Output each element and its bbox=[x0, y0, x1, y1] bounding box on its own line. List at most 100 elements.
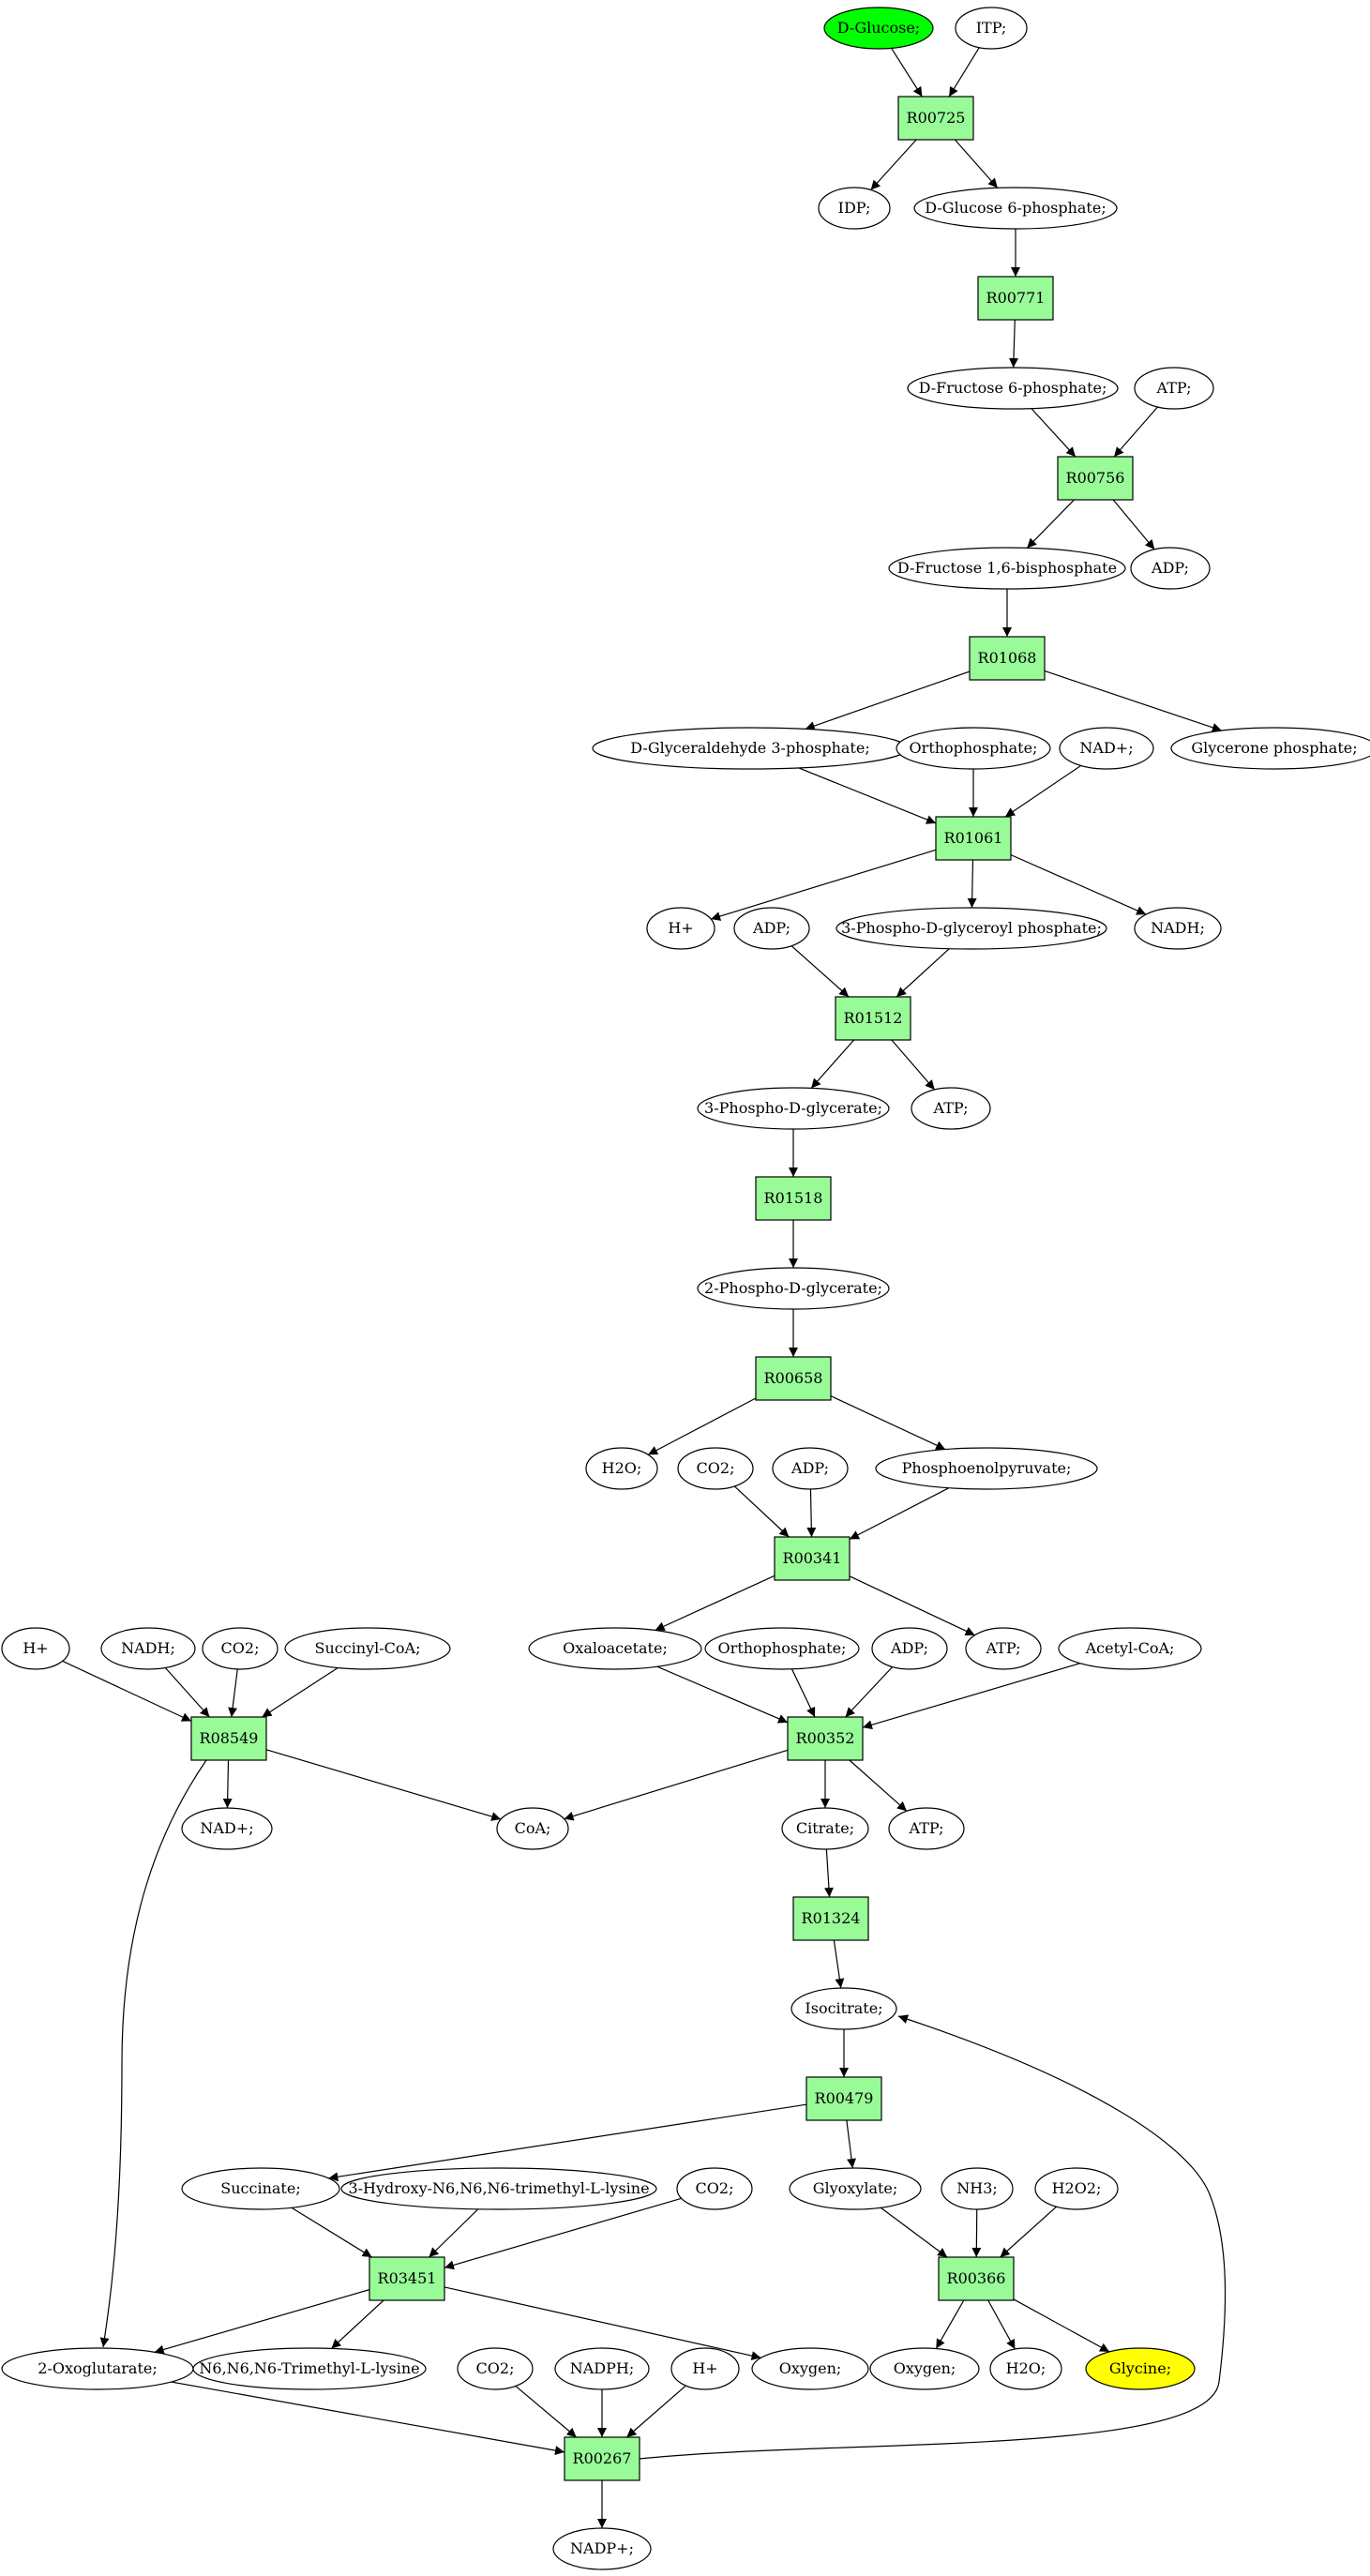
edge-r01512-pg3 bbox=[810, 1039, 855, 1089]
compound-node-adp3[interactable]: ADP; bbox=[772, 1447, 849, 1490]
compound-node-pg2[interactable]: 2-Phospho-D-glycerate; bbox=[697, 1267, 890, 1310]
edge-co2c-r03451 bbox=[444, 2197, 682, 2270]
reaction-label: R01061 bbox=[944, 829, 1003, 847]
compound-node-g6p[interactable]: D-Glucose 6-phosphate; bbox=[913, 187, 1118, 230]
compound-label: Acetyl-CoA; bbox=[1085, 1639, 1175, 1657]
compound-ellipse bbox=[869, 2347, 980, 2390]
compound-ellipse bbox=[781, 1807, 869, 1850]
compound-ellipse bbox=[1134, 367, 1214, 410]
reaction-node-r00771[interactable]: R00771 bbox=[977, 276, 1054, 321]
reaction-node-r00352[interactable]: R00352 bbox=[787, 1716, 864, 1761]
compound-node-nad1[interactable]: NAD+; bbox=[1059, 727, 1154, 770]
edge-pi2-r00352 bbox=[790, 1668, 816, 1718]
compound-node-nadph[interactable]: NADPH; bbox=[554, 2347, 650, 2390]
reaction-node-r01518[interactable]: R01518 bbox=[755, 1176, 832, 1221]
compound-node-co2b[interactable]: CO2; bbox=[202, 1627, 279, 1670]
compound-node-h2o1[interactable]: H2O; bbox=[585, 1447, 658, 1490]
compound-node-nadh1[interactable]: NADH; bbox=[1134, 907, 1222, 950]
compound-ellipse bbox=[888, 547, 1126, 590]
compound-node-nad2[interactable]: NAD+; bbox=[181, 1807, 273, 1850]
compound-ellipse bbox=[836, 907, 1107, 950]
compound-node-accoa[interactable]: Acetyl-CoA; bbox=[1058, 1627, 1202, 1670]
reaction-node-r00725[interactable]: R00725 bbox=[897, 96, 974, 141]
reaction-node-r01068[interactable]: R01068 bbox=[969, 636, 1046, 681]
edge-r00366-glycine bbox=[1013, 2298, 1110, 2353]
compound-node-nh3[interactable]: NH3; bbox=[941, 2167, 1014, 2210]
reaction-node-r01512[interactable]: R01512 bbox=[835, 996, 911, 1041]
compound-node-gap[interactable]: D-Glyceraldehyde 3-phosphate; bbox=[592, 727, 909, 770]
compound-node-nadh2[interactable]: NADH; bbox=[100, 1627, 196, 1670]
compound-node-nadp[interactable]: NADP+; bbox=[552, 2527, 652, 2570]
compound-node-h2o2b[interactable]: H2O; bbox=[989, 2347, 1062, 2390]
compound-node-co2c[interactable]: CO2; bbox=[676, 2167, 753, 2210]
compound-ellipse bbox=[181, 1807, 273, 1850]
compound-node-adp2[interactable]: ADP; bbox=[733, 907, 810, 950]
edge-r00341-oaa bbox=[655, 1574, 775, 1632]
reaction-node-r00658[interactable]: R00658 bbox=[755, 1356, 832, 1401]
compound-node-succinate[interactable]: Succinate; bbox=[181, 2167, 340, 2210]
reaction-box bbox=[969, 636, 1046, 681]
compound-node-f16bp[interactable]: D-Fructose 1,6-bisphosphate bbox=[888, 547, 1126, 590]
reaction-node-r01061[interactable]: R01061 bbox=[935, 816, 1012, 861]
edge-r01061-nadh1 bbox=[1010, 854, 1147, 915]
compound-node-atp1[interactable]: ATP; bbox=[1134, 367, 1214, 410]
compound-node-h2[interactable]: H+ bbox=[1, 1627, 70, 1670]
compound-node-pg3[interactable]: 3-Phospho-D-glycerate; bbox=[697, 1087, 890, 1130]
compound-node-pi2[interactable]: Orthophosphate; bbox=[704, 1627, 860, 1670]
compound-label: Oxygen; bbox=[894, 2359, 956, 2377]
reaction-node-r03451[interactable]: R03451 bbox=[369, 2256, 445, 2301]
compound-label: Succinate; bbox=[220, 2179, 300, 2197]
edge-oxoglut-r00267 bbox=[171, 2381, 565, 2456]
compound-node-isocitrate[interactable]: Isocitrate; bbox=[790, 1987, 897, 2030]
reaction-node-r01324[interactable]: R01324 bbox=[792, 1896, 869, 1941]
compound-label: CoA; bbox=[515, 1819, 551, 1837]
reaction-box bbox=[835, 996, 911, 1041]
compound-label: ATP; bbox=[933, 1099, 969, 1117]
reaction-node-r00756[interactable]: R00756 bbox=[1057, 456, 1134, 501]
compound-node-adp4[interactable]: ADP; bbox=[871, 1627, 948, 1670]
edge-r00658-h2o1 bbox=[647, 1397, 757, 1455]
compound-node-idp[interactable]: IDP; bbox=[818, 187, 891, 230]
edge-r03451-oxoglut bbox=[154, 2289, 370, 2355]
compound-label: Glyoxylate; bbox=[813, 2179, 898, 2197]
reaction-node-r00267[interactable]: R00267 bbox=[564, 2436, 640, 2481]
compound-node-coa[interactable]: CoA; bbox=[496, 1807, 569, 1850]
compound-node-atp2[interactable]: ATP; bbox=[911, 1087, 991, 1130]
compound-node-hydroxy[interactable]: 3-Hydroxy-N6,N6,N6-trimethyl-L-lysine bbox=[340, 2167, 657, 2210]
compound-node-glyoxylate[interactable]: Glyoxylate; bbox=[789, 2167, 922, 2210]
compound-node-f6p[interactable]: D-Fructose 6-phosphate; bbox=[907, 367, 1119, 410]
compound-node-oaa[interactable]: Oxaloacetate; bbox=[528, 1627, 702, 1670]
compound-node-oxoglut[interactable]: 2-Oxoglutarate; bbox=[1, 2347, 194, 2390]
compound-node-oxygen1[interactable]: Oxygen; bbox=[751, 2347, 869, 2390]
compound-node-glucose[interactable]: D-Glucose; bbox=[823, 7, 934, 50]
compound-node-bpg[interactable]: 3-Phospho-D-glyceroyl phosphate; bbox=[836, 907, 1107, 950]
compound-node-succoa[interactable]: Succinyl-CoA; bbox=[284, 1627, 451, 1670]
compound-node-co2d[interactable]: CO2; bbox=[457, 2347, 534, 2390]
compound-node-pep[interactable]: Phosphoenolpyruvate; bbox=[875, 1447, 1098, 1490]
edge-r00341-atp3 bbox=[849, 1575, 975, 1636]
compound-node-co2a[interactable]: CO2; bbox=[677, 1447, 754, 1490]
compound-node-atp4[interactable]: ATP; bbox=[888, 1807, 965, 1850]
compound-node-itp[interactable]: ITP; bbox=[955, 7, 1028, 50]
compound-label: IDP; bbox=[838, 199, 871, 217]
reaction-node-r00341[interactable]: R00341 bbox=[774, 1536, 851, 1581]
compound-node-adp1[interactable]: ADP; bbox=[1130, 547, 1211, 590]
edge-r08549-coa bbox=[265, 1749, 502, 1821]
compound-node-h1[interactable]: H+ bbox=[646, 907, 715, 950]
edge-r00352-coa bbox=[564, 1749, 789, 1821]
compound-node-oxygen2[interactable]: Oxygen; bbox=[869, 2347, 980, 2390]
reaction-label: R00479 bbox=[815, 2089, 874, 2107]
compound-node-tml[interactable]: N6,N6,N6-Trimethyl-L-lysine bbox=[192, 2347, 427, 2390]
compound-node-h3[interactable]: H+ bbox=[670, 2347, 740, 2390]
compound-ellipse bbox=[1085, 2347, 1196, 2390]
compound-node-atp3[interactable]: ATP; bbox=[965, 1627, 1042, 1670]
compound-node-citrate[interactable]: Citrate; bbox=[781, 1807, 869, 1850]
reaction-node-r00479[interactable]: R00479 bbox=[805, 2076, 882, 2121]
reaction-node-r08549[interactable]: R08549 bbox=[190, 1716, 267, 1761]
reaction-node-r00366[interactable]: R00366 bbox=[938, 2256, 1015, 2301]
compound-node-pi1[interactable]: Orthophosphate; bbox=[896, 727, 1051, 770]
compound-node-dhap[interactable]: Glycerone phosphate; bbox=[1170, 727, 1370, 770]
compound-node-glycine[interactable]: Glycine; bbox=[1085, 2347, 1196, 2390]
compound-node-h2o2[interactable]: H2O2; bbox=[1034, 2167, 1119, 2210]
